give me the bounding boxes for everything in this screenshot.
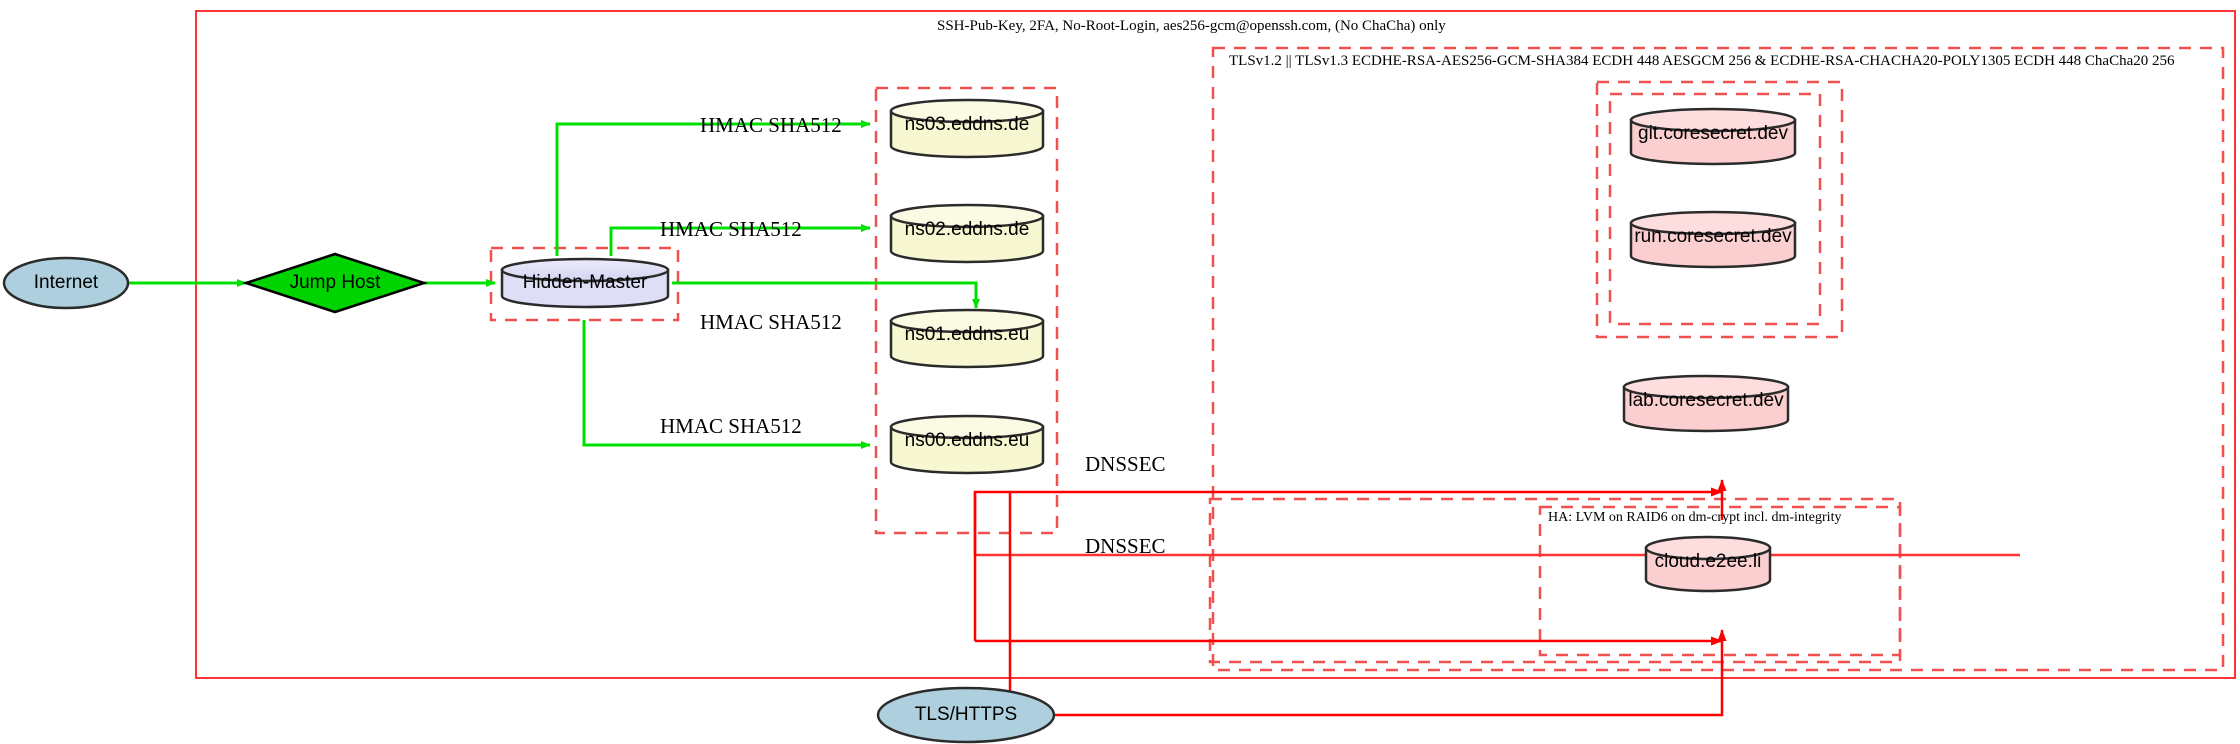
ha-cluster-box [1208, 497, 1902, 664]
ha-cluster-label: HA: LVM on RAID6 on dm-crypt incl. dm-in… [1548, 510, 1842, 525]
coresecret-outer-box [1595, 80, 1844, 339]
node-ns03[interactable] [889, 98, 1045, 159]
node-internet[interactable] [2, 256, 130, 310]
tls-cluster-label: TLSv1.2 || TLSv1.3 ECDHE-RSA-AES256-GCM-… [1229, 53, 2175, 69]
dns-cluster-box [874, 86, 1059, 535]
node-tls-https[interactable] [876, 686, 1056, 744]
coresecret-inner-box [1608, 92, 1822, 326]
node-ns00[interactable] [889, 414, 1045, 475]
node-ns02[interactable] [889, 203, 1045, 264]
outer-security-boundary [195, 10, 2236, 679]
node-jump-host[interactable] [241, 252, 429, 314]
node-git-coresecret[interactable] [1629, 107, 1797, 166]
edge-label-hmac-ns03: HMAC SHA512 [700, 113, 842, 137]
edge-label-dnssec-lower: DNSSEC [1085, 534, 1166, 558]
link-hiddenmaster-ns02 [609, 224, 871, 256]
node-cloud-e2ee[interactable] [1644, 535, 1772, 593]
edge-label-dnssec-upper: DNSSEC [1085, 452, 1166, 476]
link-hiddenmaster-ns00 [582, 320, 871, 449]
edge-label-hmac-ns01: HMAC SHA512 [700, 310, 842, 334]
link-hiddenmaster-ns01 [672, 281, 980, 309]
top-security-policy-label: SSH-Pub-Key, 2FA, No-Root-Login, aes256-… [937, 18, 1446, 34]
ha-inner-box [1538, 505, 1902, 657]
node-run-coresecret[interactable] [1629, 210, 1797, 269]
node-ns01[interactable] [889, 308, 1045, 369]
red-line-from-tls-right [1054, 668, 1724, 717]
node-lab-coresecret[interactable] [1622, 374, 1790, 433]
hidden-master-cluster-box [489, 246, 680, 322]
edge-label-hmac-ns00: HMAC SHA512 [660, 414, 802, 438]
link-hiddenmaster-ns03 [555, 120, 871, 256]
tls-cluster-box [1211, 46, 2225, 672]
edge-label-hmac-ns02: HMAC SHA512 [660, 217, 802, 241]
node-hidden-master[interactable] [500, 257, 670, 309]
